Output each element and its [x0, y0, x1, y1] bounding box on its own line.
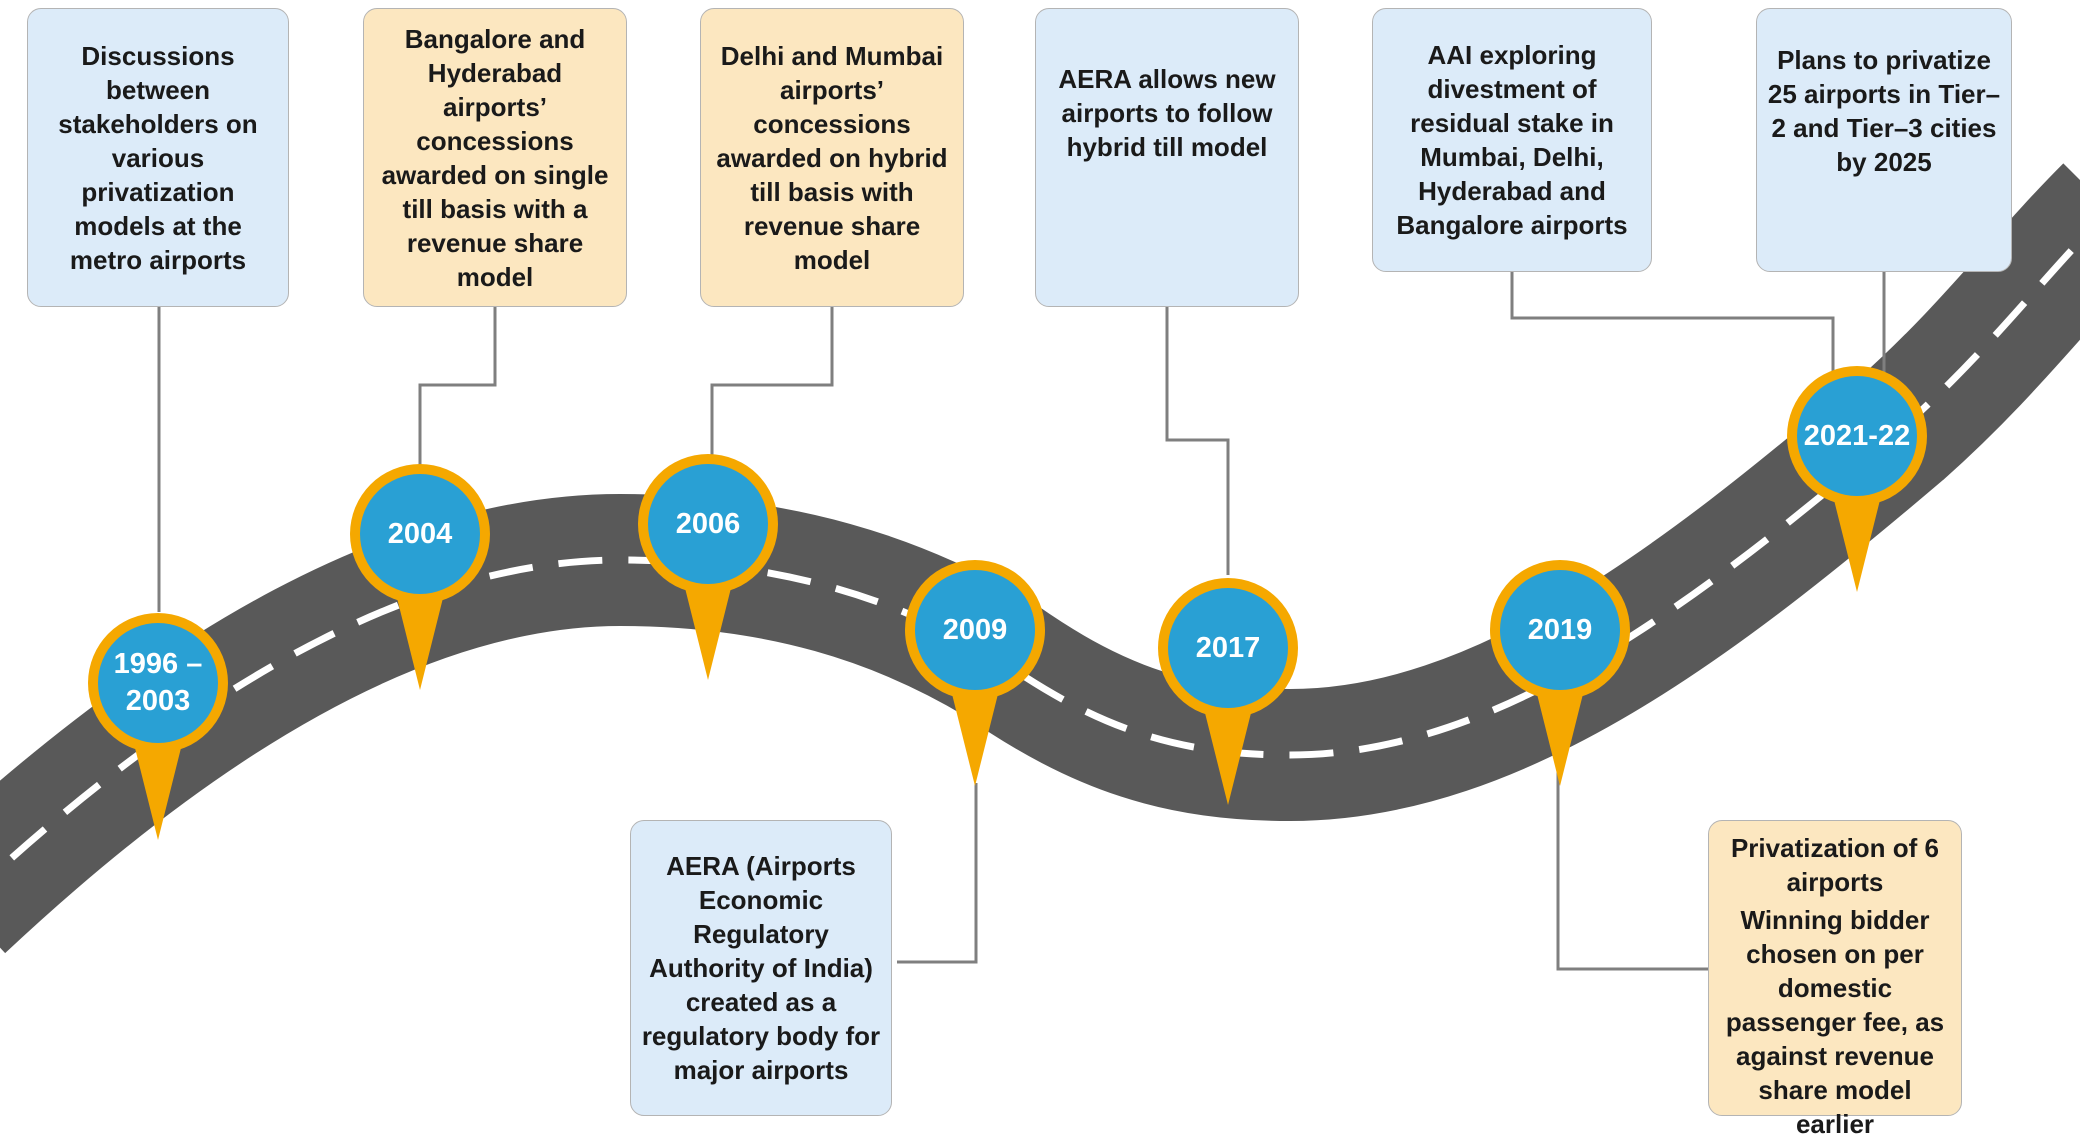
connector-line	[418, 307, 497, 465]
milestone-text: AERA allows new airports to follow hybri…	[1058, 63, 1276, 162]
milestone-text: AAI exploring divestment of residual sta…	[1396, 40, 1628, 240]
pin-marker	[1490, 560, 1630, 786]
pin-marker	[905, 560, 1045, 786]
connector-line	[1510, 272, 1835, 375]
milestone-box-2019: Privatization of 6 airports Winning bidd…	[1708, 820, 1962, 1139]
milestone-text: Bangalore and Hyderabad airports’ conces…	[381, 23, 609, 292]
milestone-box-1996-2003: Discussions between stakeholders on vari…	[27, 8, 289, 307]
connector-line	[1556, 768, 1708, 971]
milestone-text: Discussions between stakeholders on vari…	[58, 40, 258, 275]
milestone-text: Plans to privatize 25 airports in Tier–2…	[1767, 45, 2001, 177]
milestone-box-2009: AERA (Airports Economic Regulatory Autho…	[630, 820, 892, 1116]
year-label: 2021-22	[1803, 419, 1911, 452]
year-label: 2004	[387, 517, 453, 550]
milestone-box-aai-divestment: AAI exploring divestment of residual sta…	[1372, 8, 1652, 272]
pin-marker	[88, 613, 228, 840]
year-label: 1996 – 2003	[113, 648, 203, 717]
milestone-text-detail: Winning bidder chosen on per domestic pa…	[1725, 905, 1945, 1139]
year-label: 2017	[1195, 631, 1261, 664]
milestone-box-2006: Delhi and Mumbai airports’ concessions a…	[700, 8, 964, 307]
connector-line	[1165, 307, 1230, 575]
timeline-diagram	[0, 163, 2080, 971]
pin-marker	[638, 454, 778, 680]
milestone-box-privatize-25: Plans to privatize 25 airports in Tier–2…	[1756, 8, 2012, 272]
milestone-text: AERA (Airports Economic Regulatory Autho…	[641, 851, 881, 1085]
road	[0, 163, 2080, 954]
milestone-text-heading: Privatization of 6 airports	[1730, 833, 1940, 897]
pin-marker	[1158, 578, 1298, 805]
year-label: 2009	[942, 613, 1008, 646]
milestone-box-2017: AERA allows new airports to follow hybri…	[1035, 8, 1299, 307]
milestone-text: Delhi and Mumbai airports’ concessions a…	[716, 40, 948, 275]
milestone-box-2004: Bangalore and Hyderabad airports’ conces…	[363, 8, 627, 307]
year-label: 2006	[675, 507, 741, 540]
connector-line	[710, 307, 834, 455]
pin-marker	[350, 464, 490, 690]
year-label: 2019	[1527, 613, 1593, 646]
connector-line	[897, 783, 978, 964]
pin-marker	[1787, 366, 1927, 592]
